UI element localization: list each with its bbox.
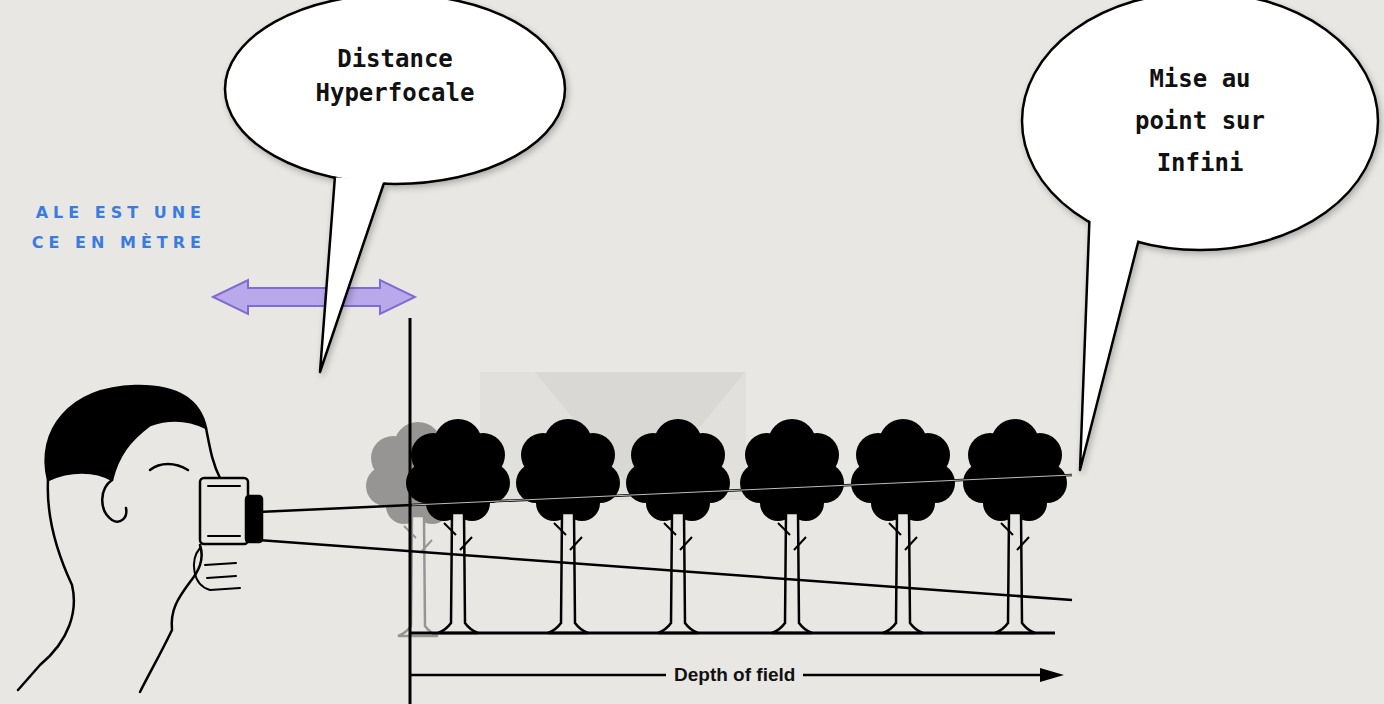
axis-label: Depth of field	[666, 664, 803, 686]
view-line-top-highlight	[412, 475, 1072, 505]
speech-bubble: Mise au point sur Infini	[1022, 0, 1378, 250]
bubble-border	[1022, 0, 1378, 250]
bubble-fill	[225, 0, 565, 184]
note-text: ALE EST UNE CE EN MÈTRE	[2, 198, 206, 258]
bubble-border	[225, 0, 565, 184]
bubble-text-group: Distance Hyperfocale	[310, 42, 480, 110]
view-line-top	[258, 475, 1072, 512]
bubble-tail-fill	[320, 176, 385, 372]
purple-double-arrow	[213, 280, 415, 314]
bubble-text: Distance Hyperfocale	[310, 42, 480, 110]
speech-bubble: Distance Hyperfocale	[225, 0, 565, 184]
tree-row	[406, 419, 1067, 633]
ground-line	[410, 632, 1055, 635]
bubble-text: Mise au point sur Infini	[1125, 58, 1275, 184]
bubble-fill	[1022, 0, 1378, 250]
view-line-bottom	[258, 540, 1072, 600]
bubble-text-group: Mise au point sur Infini	[1125, 58, 1275, 184]
bubble-tail-fill	[1080, 205, 1140, 470]
bubble-tail-border	[320, 176, 385, 372]
near-limit-line	[409, 318, 412, 704]
bubble-tail-border	[1080, 205, 1140, 470]
photographer	[18, 386, 262, 692]
